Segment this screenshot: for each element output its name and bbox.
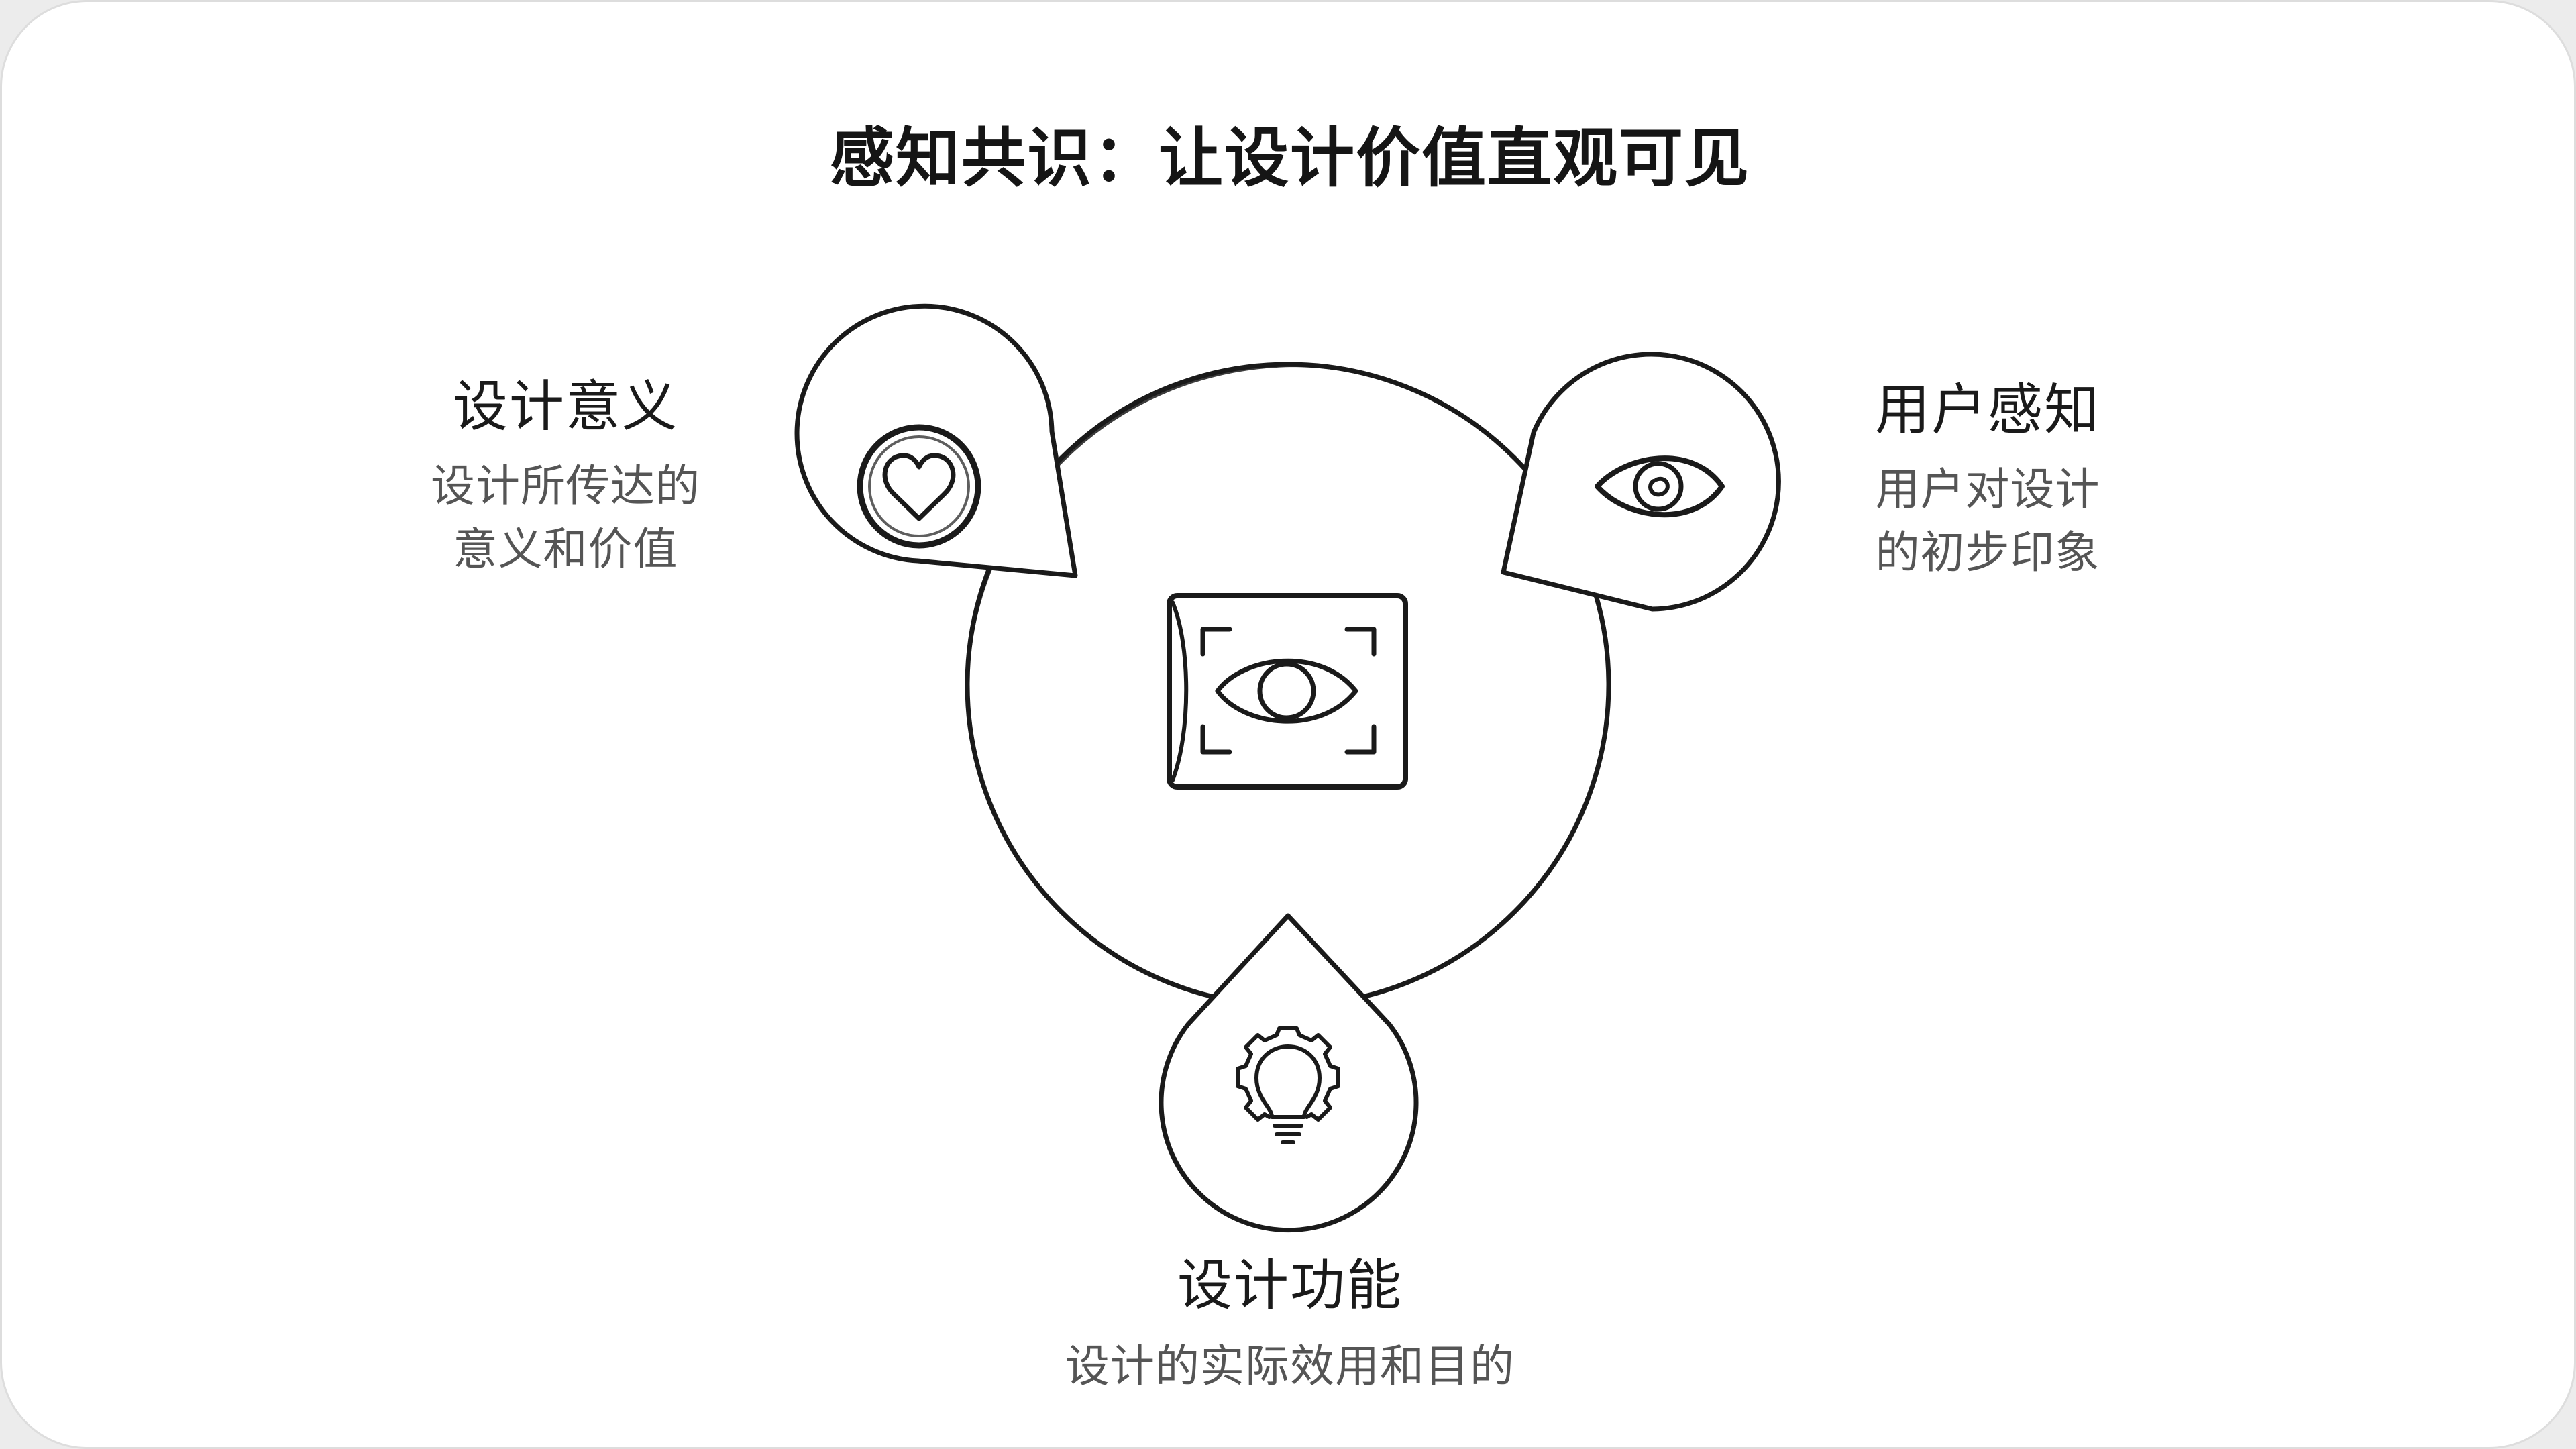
central-circle	[965, 362, 1611, 1008]
heart-icon	[857, 424, 981, 549]
lightbulb-gear-icon	[1236, 1026, 1340, 1144]
page-title: 感知共识：让设计价值直观可见	[830, 121, 1750, 196]
node-description-line: 设计所传达的	[431, 460, 700, 513]
pin-user-perception	[1501, 352, 1781, 612]
eye-icon	[1595, 455, 1725, 518]
node-description: 设计的实际效用和目的	[955, 1335, 1625, 1398]
node-heading: 设计功能	[1177, 1254, 1403, 1318]
node-description-line: 用户对设计	[1875, 464, 2100, 516]
eye-scan-frame-icon	[1167, 593, 1408, 790]
node-description: 用户对设计 的初步印象	[1800, 458, 2176, 584]
node-description-line: 的初步印象	[1875, 527, 2100, 579]
node-description: 设计所传达的 意义和价值	[378, 455, 753, 580]
pin-design-function	[1159, 913, 1419, 1233]
node-design-function: 设计功能 设计的实际效用和目的	[955, 1253, 1625, 1398]
node-design-meaning: 设计意义 设计所传达的 意义和价值	[378, 374, 753, 581]
node-heading: 用户感知	[1874, 378, 2100, 442]
node-heading: 设计意义	[452, 375, 678, 439]
node-description-line: 设计的实际效用和目的	[1065, 1340, 1515, 1393]
node-description-line: 意义和价值	[453, 523, 678, 576]
node-user-perception: 用户感知 用户对设计 的初步印象	[1800, 378, 2176, 584]
